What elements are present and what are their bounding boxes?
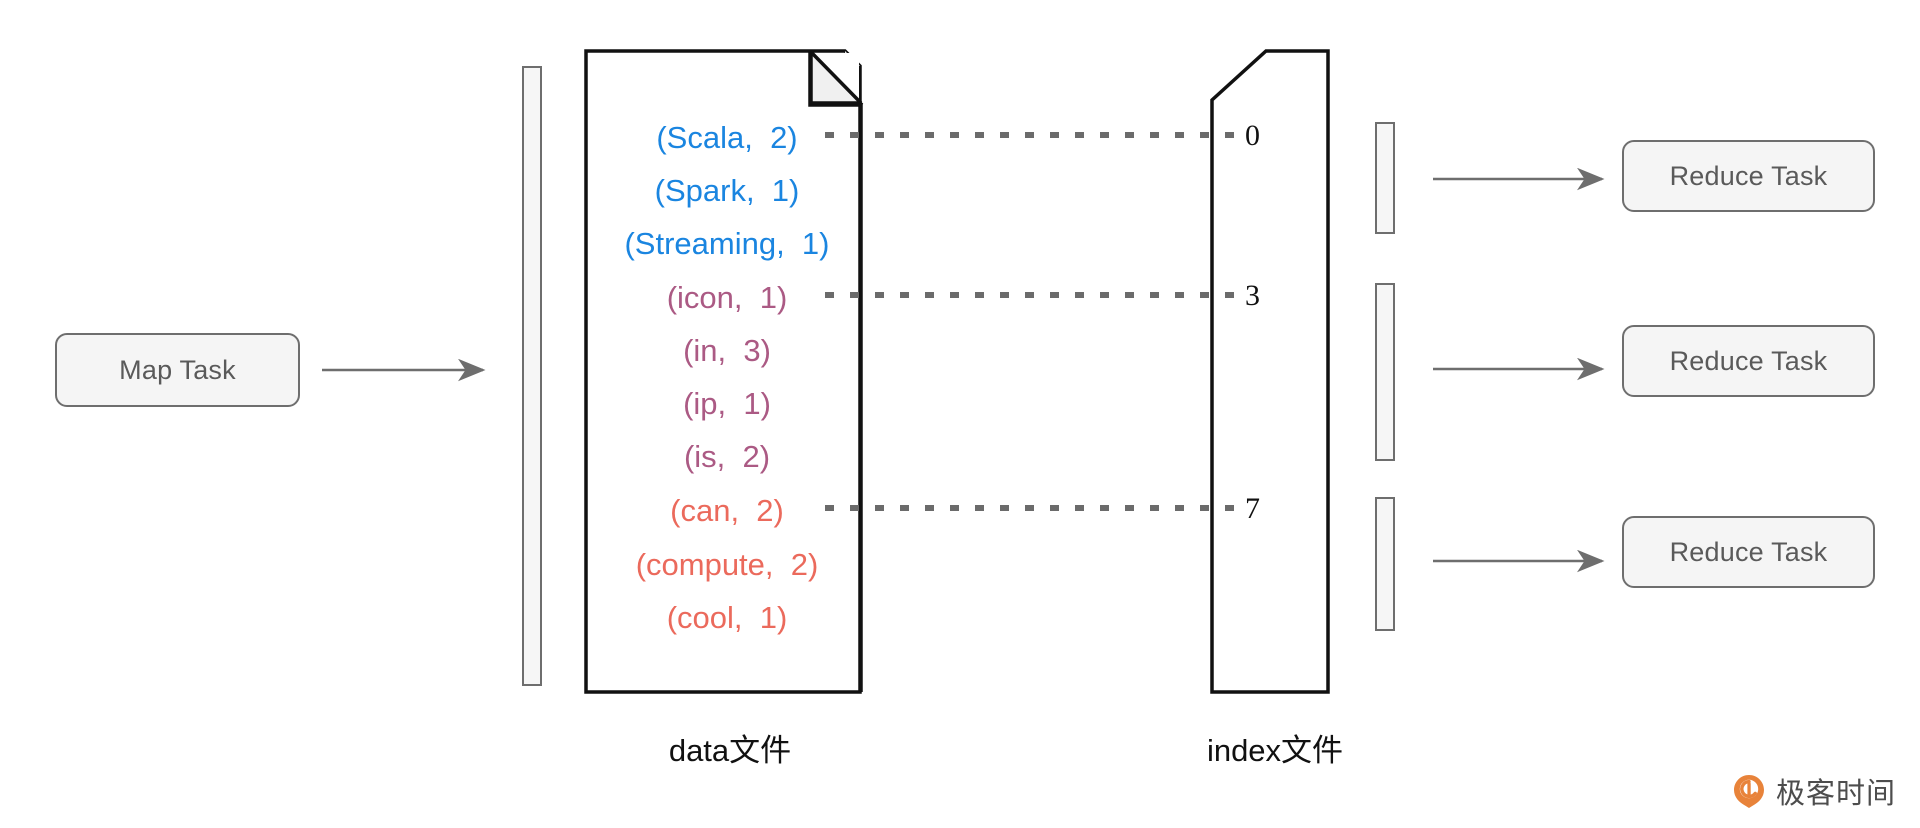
index-offset-0: 0 [1245,119,1260,152]
data-entry-6: (is, 2) [683,439,771,474]
reduce-task-box-0[interactable]: Reduce Task [1622,140,1875,212]
index-file-shape [1210,49,1330,694]
reduce-task-label-0: Reduce Task [1669,160,1828,191]
data-entry-4: (in, 3) [683,333,771,368]
data-entry-3: (icon, 1) [666,280,788,315]
reduce-task-box-1[interactable]: Reduce Task [1622,325,1875,397]
reduce-task-box-2[interactable]: Reduce Task [1622,516,1875,588]
data-entry-1: (Spark, 1) [654,173,800,208]
bracket-map-output [522,66,542,686]
reduce-task-label-1: Reduce Task [1669,345,1828,376]
data-entry-9: (cool, 1) [666,600,788,635]
data-entry-8: (compute, 2) [635,547,819,582]
data-entry-5: (ip, 1) [683,386,771,421]
reduce-task-label-2: Reduce Task [1669,536,1828,567]
map-task-label: Map Task [119,354,236,385]
bracket-partition-0 [1375,122,1395,234]
index-file-caption: index文件 [1206,733,1344,768]
geektime-logo-icon [1733,775,1764,808]
data-file-fold-lines [809,50,863,105]
index-offset-1: 3 [1245,279,1260,312]
watermark-text: 极客时间 [1775,778,1896,810]
data-entry-7: (can, 2) [670,493,784,528]
data-entry-0: (Scala, 2) [656,120,798,155]
watermark: 极客时间 [1731,770,1896,812]
index-offset-2: 7 [1245,492,1260,525]
bracket-partition-1 [1375,283,1395,461]
map-task-box[interactable]: Map Task [55,333,300,407]
data-entry-2: (Streaming, 1) [624,226,830,261]
data-file-caption: data文件 [668,733,792,768]
bracket-partition-2 [1375,497,1395,631]
